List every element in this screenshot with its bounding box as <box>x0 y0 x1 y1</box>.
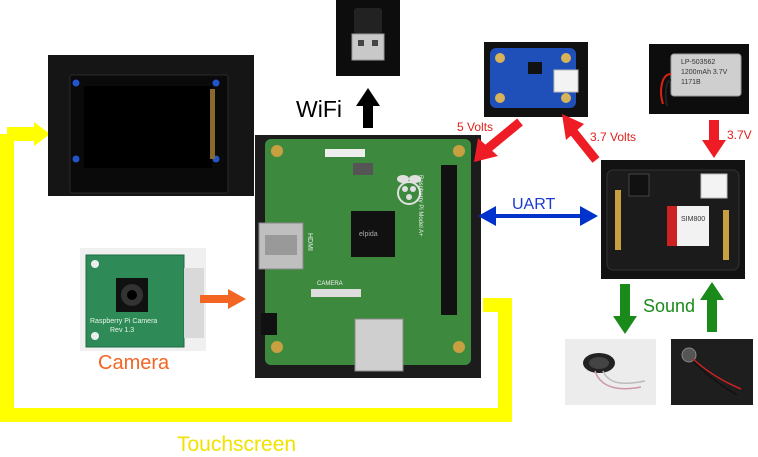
wifi-arrow <box>356 88 380 128</box>
three7v-label: 3.7V <box>727 128 752 142</box>
chip-text: elpida <box>359 231 378 238</box>
wifi-label: WiFi <box>296 96 342 122</box>
sound-down-arrow <box>613 284 637 334</box>
raspberry-pi-photo: Raspberry Pi Model A+ HDMI CAMERA elpida <box>255 135 481 378</box>
battery-icon <box>649 44 749 114</box>
touchscreen-label: Touchscreen <box>177 433 297 456</box>
three7-volts-arrow <box>562 114 600 163</box>
wifi-dongle-icon <box>336 0 400 76</box>
touchscreen-icon <box>48 55 254 196</box>
camera-arrow <box>200 289 246 309</box>
battery-text-1: LP-503562 <box>681 59 716 66</box>
five-volts-label: 5 Volts <box>457 120 494 134</box>
three7-volts-label: 3.7 Volts <box>590 130 637 144</box>
fona-board-icon <box>601 160 745 279</box>
wifi-dongle-photo <box>336 0 400 76</box>
microphone-icon <box>671 339 753 405</box>
camera-silk-line2: Rev 1.3 <box>110 327 135 334</box>
raspberry-logo-icon <box>397 175 421 205</box>
camera-photo: Raspberry Pi Camera Rev 1.3 <box>80 248 206 351</box>
microphone-photo <box>671 339 753 405</box>
battery-text-2: 1200mAh 3.7V <box>681 69 728 76</box>
sound-label: Sound <box>643 296 696 316</box>
camera-label: Camera <box>98 352 170 374</box>
camera-silk-line1: Raspberry Pi Camera <box>90 318 158 325</box>
fona-board-photo: SIM800 <box>601 160 745 279</box>
charger-board-icon <box>484 42 588 117</box>
camera-module-icon <box>80 248 206 351</box>
battery-photo: LP-503562 1200mAh 3.7V 1171B <box>649 44 749 114</box>
uart-arrow <box>478 206 598 226</box>
uart-label: UART <box>512 196 556 213</box>
camera-connector-text: CAMERA <box>317 281 343 287</box>
five-volts-arrow <box>474 118 523 162</box>
charger-board-photo <box>484 42 588 117</box>
speaker-icon <box>565 339 656 405</box>
sound-up-arrow <box>700 282 724 332</box>
raspberry-pi-icon <box>255 135 481 378</box>
fona-chip-text: SIM800 <box>681 216 706 223</box>
speaker-photo <box>565 339 656 405</box>
battery-text-3: 1171B <box>681 79 701 86</box>
three7v-arrow <box>702 120 726 158</box>
touchscreen-photo <box>48 55 254 196</box>
